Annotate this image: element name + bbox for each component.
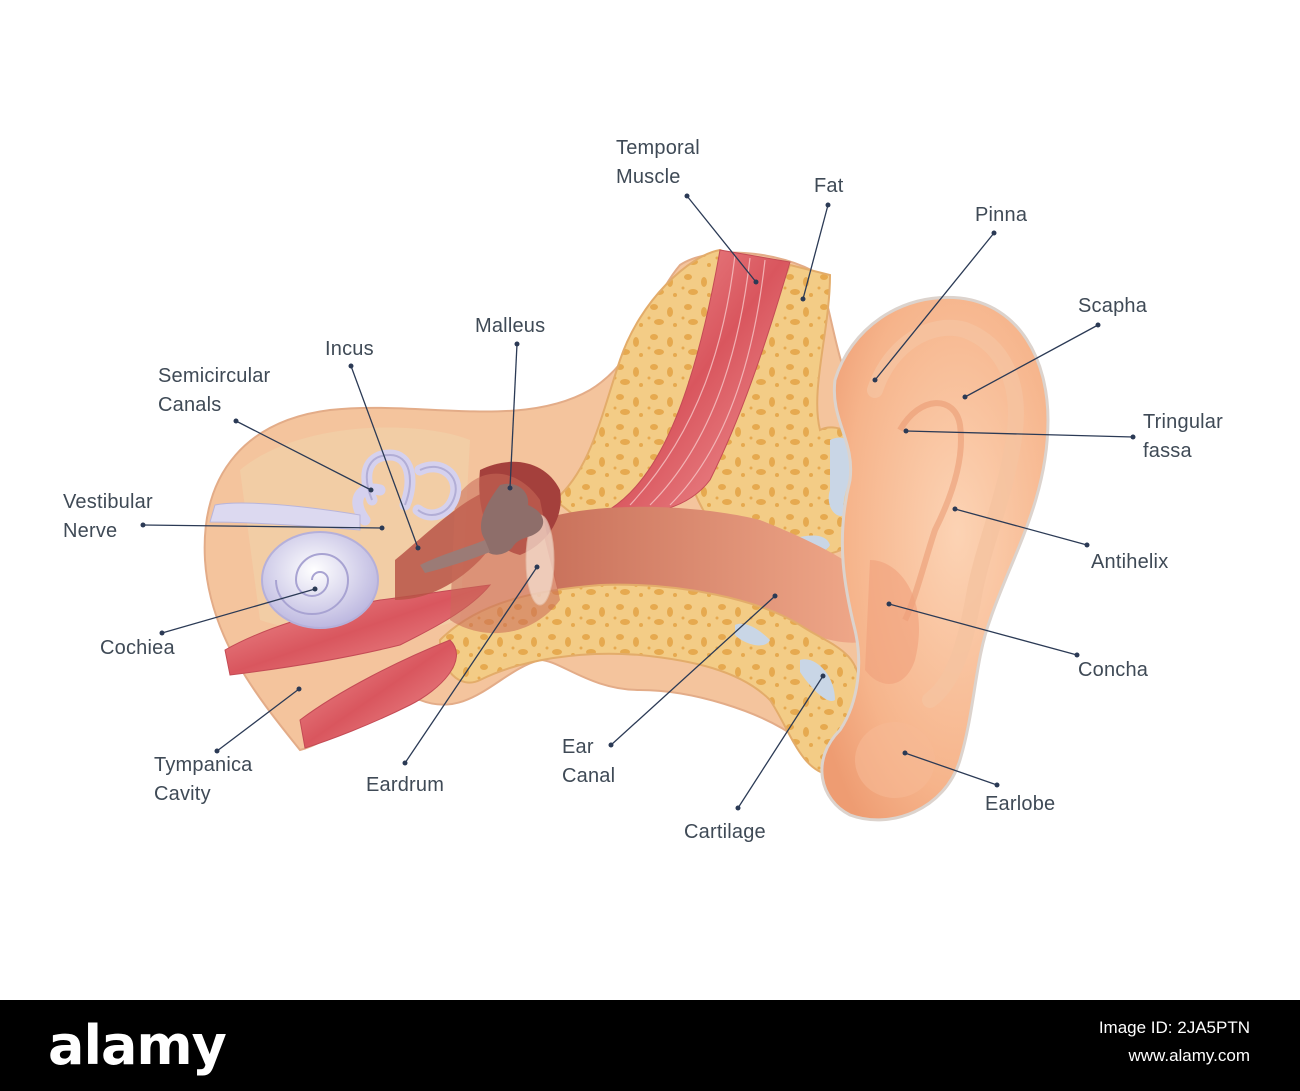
malleus-shape (480, 483, 544, 555)
stock-footer-bar: alamy Image ID: 2JA5PTN www.alamy.com (0, 1000, 1300, 1091)
label-eardrum: Eardrum (366, 774, 445, 796)
brand-logo: alamy (48, 1014, 227, 1077)
leader-lines (140, 193, 1136, 811)
label-cartilage: Cartilage (684, 821, 766, 843)
label-earlobe: Earlobe (985, 793, 1056, 815)
ear-illustration (140, 193, 1136, 822)
label-incus: Incus (325, 338, 374, 360)
label-fat: Fat (814, 175, 844, 197)
label-scapha: Scapha (1078, 295, 1148, 317)
label-antihelix: Antihelix (1091, 551, 1169, 573)
ear-canal-shape (540, 506, 870, 643)
label-concha: Concha (1078, 659, 1149, 681)
vestibular-nerve-shape (209, 502, 361, 531)
image-id: Image ID: 2JA5PTN www.alamy.com (1098, 1018, 1250, 1065)
label-pinna: Pinna (975, 204, 1028, 226)
cochlea-shape (261, 531, 379, 629)
label-malleus: Malleus (475, 315, 546, 337)
label-cochiea: Cochiea (100, 637, 175, 659)
pinna-shape (820, 295, 1050, 822)
